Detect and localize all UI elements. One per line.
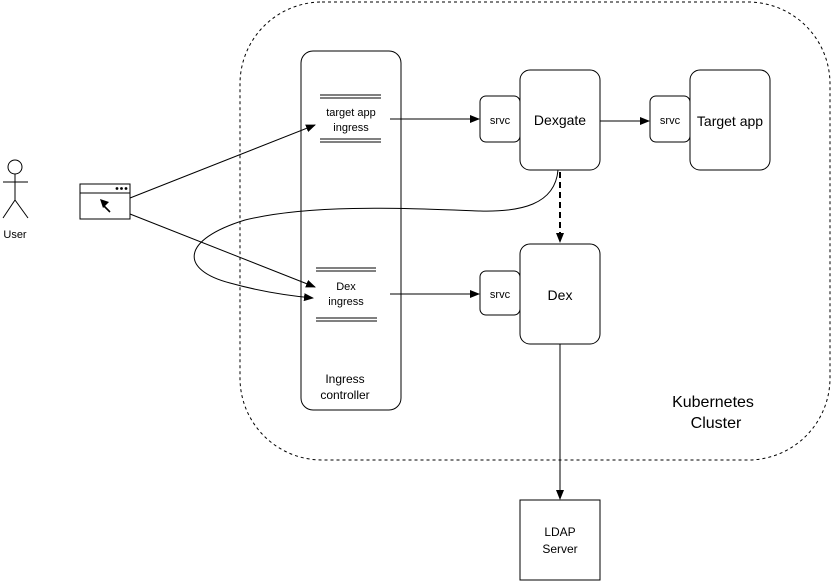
- user-icon: [2, 159, 29, 219]
- ldap-server-box: [519, 499, 601, 581]
- ingress-controller-box: [300, 50, 402, 411]
- target-app-srvc-label: srvc: [660, 115, 681, 127]
- cluster-label-line2: Cluster: [691, 415, 742, 432]
- dexgate-srvc-label: srvc: [490, 115, 511, 127]
- target-app-label: Target app: [697, 113, 763, 129]
- cursor-arrow-icon: [100, 199, 111, 213]
- target-app-ingress-label-line1: target app: [326, 107, 376, 119]
- redirect-curve-dexgate-to-dex-ingress: [193, 169, 559, 302]
- dex-ingress-label-line1: Dex: [336, 281, 356, 293]
- user-label: User: [3, 229, 27, 241]
- ingress-controller-label-line1: Ingress: [325, 372, 364, 386]
- dexgate-label: Dexgate: [534, 112, 586, 128]
- kubernetes-cluster-boundary: [239, 1, 831, 461]
- dex-label: Dex: [548, 287, 573, 303]
- ldap-server-label-line1: LDAP: [544, 525, 575, 539]
- dex-ingress-label-line2: ingress: [328, 296, 364, 308]
- target-app-srvc-box: [649, 95, 691, 143]
- ingress-controller-label-line2: controller: [320, 388, 369, 402]
- cluster-label-line1: Kubernetes: [672, 394, 754, 411]
- arrow-browser-to-dex-ingress: [129, 213, 316, 288]
- dexgate-srvc-box: [479, 95, 521, 143]
- dex-srvc-label: srvc: [490, 289, 511, 301]
- ldap-server-label-line2: Server: [542, 542, 577, 556]
- target-app-ingress-icon: [320, 94, 381, 143]
- arrow-browser-to-target-ingress: [129, 124, 316, 199]
- target-app-ingress-label-line2: ingress: [333, 122, 369, 134]
- dex-ingress-icon: [316, 267, 377, 322]
- dex-srvc-box: [479, 270, 521, 316]
